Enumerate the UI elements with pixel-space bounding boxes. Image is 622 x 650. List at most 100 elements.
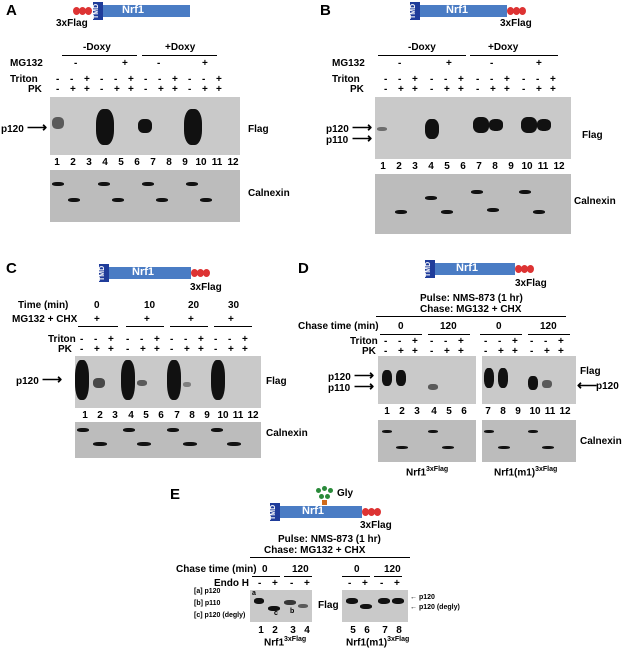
construct-name: Nrf1 [132, 266, 155, 278]
marker-label: p120 [328, 372, 351, 383]
sample-label: Nrf1(m1)3xFlag [346, 636, 410, 649]
group-label: -Doxy [83, 42, 111, 53]
arrow-right-icon: ⟶ [27, 119, 48, 135]
condition-signs: -+ -+ --+ --+ --+ --+ -++ -++ -++ -++ [56, 58, 222, 95]
time-value: 0 [496, 321, 502, 332]
group-label: +Doxy [488, 42, 519, 53]
condition-signs: -+ -+ --+ --+ --+ --+ -++ -++ -++ -++ [384, 58, 556, 95]
row-label: Triton [48, 334, 76, 345]
tag-label: 3xFlag [190, 282, 222, 293]
row-label: PK [362, 346, 376, 357]
arrow-right-icon: ⟶ [352, 119, 373, 135]
row-label: MG132 [332, 58, 365, 69]
blot-label: Flag [266, 376, 287, 387]
blot-label: Flag [580, 366, 601, 377]
arrow-right-icon: ⟶ [354, 378, 375, 394]
flag-tag-icon [521, 265, 528, 273]
calnexin-blot [75, 422, 261, 458]
tmd-domain: TMD [93, 2, 103, 20]
row-label: Triton [332, 74, 360, 85]
construct-name: Nrf1 [302, 505, 325, 517]
flag-tag-icon [374, 508, 381, 516]
tmd-domain: TMD [425, 260, 435, 278]
tag-label: 3xFlag [500, 18, 532, 29]
flag-blot-m1 [342, 590, 408, 622]
row-label: PK [58, 344, 72, 355]
flag-tag-icon [519, 7, 526, 15]
flag-tag-icon [368, 508, 375, 516]
marker-label: p120 [16, 376, 39, 387]
construct-name: Nrf1 [456, 262, 479, 274]
time-value: 0 [94, 300, 100, 311]
calnexin-blot [375, 174, 571, 234]
chase-label: Chase: MG132 + CHX [420, 304, 522, 315]
condition-signs: ++++ --+ --+ --+ --+ -++ -++ -++ -++ [76, 312, 256, 355]
sample-label: Nrf13xFlag [264, 636, 307, 649]
marker-label: p120 [596, 381, 619, 392]
flag-tag-icon [515, 265, 522, 273]
flag-blot-wt: a c b [250, 590, 312, 622]
panel-label: C [6, 260, 17, 277]
panel-label: D [298, 260, 309, 277]
arrow-right-icon: ⟶ [354, 367, 375, 383]
row-label: MG132 [10, 58, 43, 69]
flag-tag-icon [362, 508, 369, 516]
flag-tag-icon [73, 7, 80, 15]
flag-tag-icon [191, 269, 198, 277]
row-label: Triton [10, 74, 38, 85]
tag-label: 3xFlag [515, 278, 547, 289]
arrow-left-icon: ⟵ [577, 377, 598, 393]
marker-label: p120 [1, 124, 24, 135]
flag-tag-icon [79, 7, 86, 15]
panel-label: B [320, 2, 331, 19]
flag-tag-icon [85, 7, 92, 15]
flag-blot [375, 97, 571, 159]
marker-label: ← p120 [410, 594, 435, 601]
tmd-domain: TMD [270, 503, 280, 521]
row-label: PK [28, 84, 42, 95]
marker-label: [b] p110 [194, 600, 221, 607]
blot-label: Flag [582, 130, 603, 141]
pulse-label: Pulse: NMS-873 (1 hr) [278, 534, 381, 545]
nrf1-bar [420, 5, 507, 17]
band-letter: a [252, 590, 256, 597]
construct-name: Nrf1 [446, 4, 469, 16]
flag-tag-icon [527, 265, 534, 273]
flag-tag-icon [197, 269, 204, 277]
condition-signs: --+ --+ --+ --+ -++ -++ -++ -++ [384, 336, 564, 357]
condition-signs: -+ -+ -+ -+ [258, 578, 400, 589]
nrf1-bar [435, 263, 515, 275]
time-value: 30 [228, 300, 240, 311]
marker-label: p110 [328, 383, 351, 394]
panel-label: E [170, 486, 181, 503]
band-letter: b [290, 608, 295, 615]
row-label: Triton [350, 336, 378, 347]
nrf1-bar [280, 506, 362, 518]
row-label: Time (min) [18, 300, 69, 311]
blot-label: Calnexin [574, 196, 616, 207]
flag-blot [75, 356, 261, 408]
glycan-label: Gly [337, 488, 354, 499]
tag-label: 3xFlag [360, 520, 392, 531]
tag-label: 3xFlag [56, 18, 88, 29]
time-value: 10 [144, 300, 156, 311]
time-value: 120 [292, 564, 309, 575]
tmd-domain: TMD [410, 2, 420, 20]
blot-label: Calnexin [248, 188, 290, 199]
calnexin-blot-m1 [482, 420, 576, 462]
flag-tag-icon [513, 7, 520, 15]
marker-label: ← p120 (degly) [410, 604, 460, 611]
time-value: 120 [440, 321, 457, 332]
marker-label: [c] p120 (degly) [194, 612, 246, 619]
row-label: PK [350, 84, 364, 95]
group-label: +Doxy [165, 42, 196, 53]
row-label: Endo H [214, 578, 249, 589]
time-value: 0 [354, 564, 360, 575]
row-label: MG132 + CHX [12, 314, 78, 325]
nrf1-bar [103, 5, 190, 17]
blot-label: Flag [318, 600, 339, 611]
